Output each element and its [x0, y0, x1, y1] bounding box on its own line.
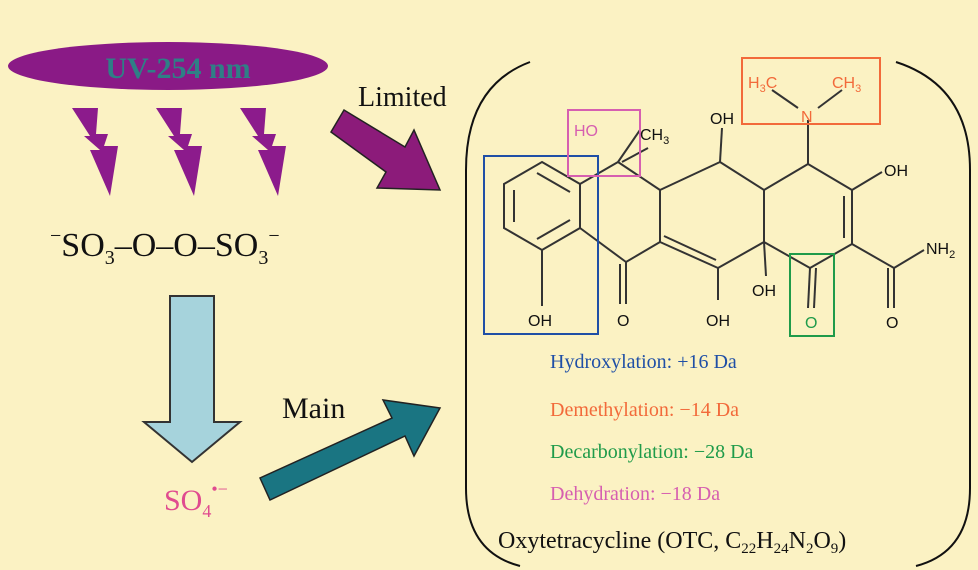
molecule-bracket-left: [465, 61, 531, 567]
atom-oh-top: OH: [710, 111, 734, 128]
atom-nh2: NH2: [926, 241, 955, 261]
decarbonylation-box: [789, 253, 835, 337]
uv-ellipse: [8, 42, 328, 90]
atom-oh-right: OH: [884, 163, 908, 180]
atom-oh-mid: OH: [752, 283, 776, 300]
uv-label: UV-254 nm: [105, 52, 250, 85]
lightning-bolt-icon: [240, 108, 286, 196]
reaction-dehydration: Dehydration: −18 Da: [550, 483, 720, 505]
down-arrow: [141, 295, 243, 464]
persulfate-formula: −SO3–O–O–SO3−: [50, 225, 280, 269]
atom-n: N: [801, 109, 813, 126]
hydroxylation-box: [483, 155, 599, 335]
atom-h3c: H3C: [748, 75, 777, 95]
lightning-bolt-icon: [72, 108, 118, 196]
atom-ho: HO: [574, 123, 598, 140]
demethylation-box: [741, 57, 881, 125]
reaction-decarbonylation: Decarbonylation: −28 Da: [550, 441, 754, 463]
lightning-bolt-icon: [156, 108, 202, 196]
reaction-demethylation: Demethylation: −14 Da: [550, 399, 739, 421]
main-arrow: [259, 399, 442, 502]
atom-oh-bottom: OH: [706, 313, 730, 330]
atom-o-green: O: [805, 315, 817, 332]
reaction-hydroxylation: Hydroxylation: +16 Da: [550, 351, 737, 373]
dehydration-box: [567, 109, 641, 177]
sulfate-radical: SO4•−: [164, 479, 228, 521]
atom-ch3-top: CH3: [832, 75, 861, 95]
compound-name: Oxytetracycline (OTC, C22H24N2O9): [498, 528, 846, 557]
limited-label: Limited: [358, 82, 447, 113]
atom-o-bottom: O: [617, 313, 629, 330]
atom-o-amide: O: [886, 315, 898, 332]
molecule-bracket-right: [895, 61, 971, 567]
atom-oh-ring: OH: [528, 313, 552, 330]
atom-ch3: CH3: [640, 127, 669, 147]
limited-arrow: [330, 108, 442, 191]
main-label: Main: [282, 392, 345, 425]
